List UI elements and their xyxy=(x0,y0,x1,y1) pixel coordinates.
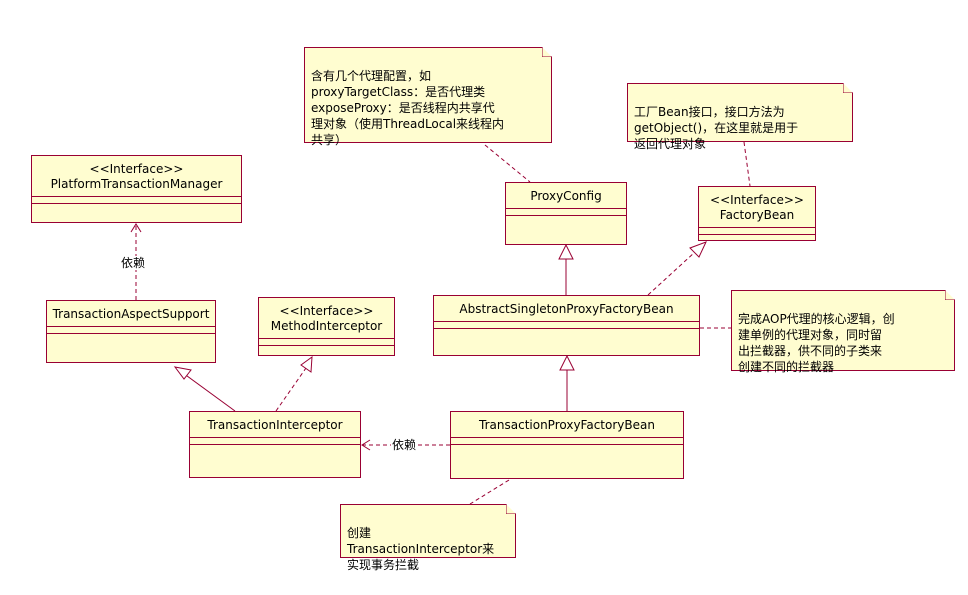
class-header: <<Interface>> PlatformTransactionManager xyxy=(32,156,241,197)
note-create-interceptor[interactable]: 创建 TransactionInterceptor来 实现事务拦截 xyxy=(340,504,516,572)
class-name: PlatformTransactionManager xyxy=(50,177,223,191)
note-text: 含有几个代理配置，如 proxyTargetClass：是否代理类 expose… xyxy=(311,69,505,147)
note-abstract-proxy-factory[interactable]: 完成AOP代理的核心逻辑，创 建单例的代理对象，同时留 出拦截器，供不同的子类来… xyxy=(731,290,955,374)
attributes-compartment xyxy=(259,339,394,346)
note-text: 创建 TransactionInterceptor来 实现事务拦截 xyxy=(347,526,495,572)
note-anchor-proxyconfig xyxy=(484,144,531,183)
note-fold-icon xyxy=(843,83,853,93)
class-header: TransactionInterceptor xyxy=(190,412,360,438)
stereotype-label: <<Interface>> xyxy=(279,304,374,318)
class-header: <<Interface>> FactoryBean xyxy=(699,187,815,228)
note-fold-icon xyxy=(506,504,516,514)
attributes-compartment xyxy=(451,438,683,445)
class-name: MethodInterceptor xyxy=(270,319,383,333)
note-text: 工厂Bean接口，接口方法为 getObject()，在这里就是用于 返回代理对… xyxy=(634,105,799,151)
attributes-compartment xyxy=(190,438,360,445)
realization-arrowhead xyxy=(300,355,313,373)
class-proxy-config[interactable]: ProxyConfig xyxy=(505,182,627,245)
realization-arrowhead xyxy=(689,241,707,258)
dependency-label: 依赖 xyxy=(391,438,418,452)
class-header: <<Interface>> MethodInterceptor xyxy=(259,298,394,339)
class-header: TransactionProxyFactoryBean xyxy=(451,412,683,438)
class-name: TransactionProxyFactoryBean xyxy=(479,418,655,432)
generalization-interceptor-aspect xyxy=(182,372,236,412)
class-platform-transaction-manager[interactable]: <<Interface>> PlatformTransactionManager xyxy=(31,155,242,223)
stereotype-label: <<Interface>> xyxy=(710,193,804,207)
class-transaction-proxy-factory-bean[interactable]: TransactionProxyFactoryBean xyxy=(450,411,684,479)
class-header: ProxyConfig xyxy=(506,183,626,209)
dependency-arrowhead xyxy=(361,439,371,451)
attributes-compartment xyxy=(32,197,241,204)
note-fold-icon xyxy=(542,47,552,57)
attributes-compartment xyxy=(47,327,215,334)
realization-interceptor-method xyxy=(275,367,307,412)
class-factory-bean[interactable]: <<Interface>> FactoryBean xyxy=(698,186,816,241)
note-fold-icon xyxy=(945,290,955,300)
stereotype-label: <<Interface>> xyxy=(89,162,184,176)
dependency-label: 依赖 xyxy=(120,256,147,270)
class-header: AbstractSingletonProxyFactoryBean xyxy=(434,296,699,322)
class-name: TransactionInterceptor xyxy=(207,418,343,432)
class-header: TransactionAspectSupport xyxy=(47,301,215,327)
note-proxy-config[interactable]: 含有几个代理配置，如 proxyTargetClass：是否代理类 expose… xyxy=(304,47,552,147)
note-anchor-create xyxy=(469,479,510,505)
class-abstract-singleton-proxy-factory-bean[interactable]: AbstractSingletonProxyFactoryBean xyxy=(433,295,700,356)
class-name: FactoryBean xyxy=(719,208,795,222)
note-factory-bean[interactable]: 工厂Bean接口，接口方法为 getObject()，在这里就是用于 返回代理对… xyxy=(627,83,853,151)
dependency-arrowhead xyxy=(130,223,142,233)
attributes-compartment xyxy=(506,209,626,216)
generalization-arrowhead xyxy=(173,366,192,380)
class-name: TransactionAspectSupport xyxy=(52,307,210,321)
realization-abstract-factorybean xyxy=(647,251,696,296)
class-name: ProxyConfig xyxy=(530,189,602,203)
note-text: 完成AOP代理的核心逻辑，创 建单例的代理对象，同时留 出拦截器，供不同的子类来… xyxy=(738,312,895,374)
attributes-compartment xyxy=(434,322,699,329)
class-transaction-interceptor[interactable]: TransactionInterceptor xyxy=(189,411,361,478)
attributes-compartment xyxy=(699,228,815,235)
class-transaction-aspect-support[interactable]: TransactionAspectSupport xyxy=(46,300,216,363)
class-method-interceptor[interactable]: <<Interface>> MethodInterceptor xyxy=(258,297,395,356)
generalization-arrowhead xyxy=(558,243,574,260)
note-anchor-factorybean xyxy=(743,141,751,187)
class-name: AbstractSingletonProxyFactoryBean xyxy=(459,302,674,316)
generalization-arrowhead xyxy=(559,354,575,371)
